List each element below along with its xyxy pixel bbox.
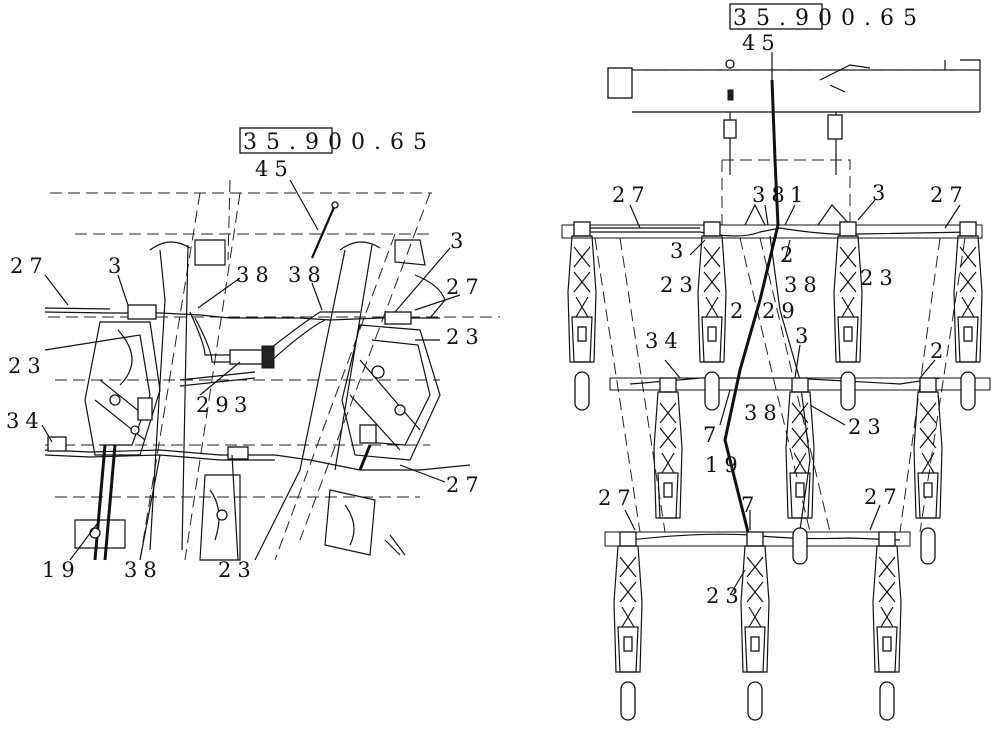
left-label-38-a: 38 (236, 263, 275, 287)
right-label-7-a: 7 (703, 423, 722, 447)
left-label-27-b: 27 (446, 275, 485, 299)
left-label-3-a: 3 (108, 254, 127, 278)
right-label-7-b: 7 (741, 493, 760, 517)
row-unit-5 (653, 377, 683, 519)
right-label-27-c: 27 (598, 486, 637, 510)
row-unit-1 (567, 221, 597, 411)
row-unit-6 (785, 377, 815, 565)
left-row-unit-right (324, 274, 446, 556)
right-label-38: 38 (752, 183, 791, 207)
left-label-38-b: 38 (288, 263, 327, 287)
right-label-38-b: 38 (784, 273, 823, 297)
right-hitch (607, 59, 981, 175)
left-label-29: 29 (196, 393, 235, 417)
left-label-23-b: 23 (446, 325, 485, 349)
row-unit-10 (872, 531, 902, 721)
row-unit-9 (740, 531, 770, 721)
row-unit-2 (697, 221, 727, 411)
right-label-23-c: 23 (848, 415, 887, 439)
right-row-units (567, 221, 983, 721)
row-unit-7 (913, 377, 943, 565)
right-label-3-a: 3 (872, 181, 891, 205)
right-label-1: 1 (790, 183, 809, 207)
right-label-27-d: 27 (864, 485, 903, 509)
left-label-3-c: 3 (234, 393, 253, 417)
right-label-27-a: 27 (612, 183, 651, 207)
left-ref-text: 35.900.65 (243, 130, 436, 155)
right-label-38-c: 38 (744, 401, 783, 425)
left-frame-beams (149, 239, 426, 561)
left-label-45: 45 (255, 157, 294, 181)
right-label-2-b: 2 (730, 299, 749, 323)
right-label-23-a: 23 (860, 266, 899, 290)
left-row-unit-left (47, 304, 161, 561)
right-ref-box (729, 3, 823, 30)
left-mid-fittings (179, 345, 275, 561)
right-view: 35.900.65 (561, 3, 991, 721)
right-label-29: 29 (762, 299, 801, 323)
left-rod-45 (310, 204, 337, 259)
right-label-3-b: 3 (670, 239, 689, 263)
row-unit-4 (953, 221, 983, 411)
left-ref-box (239, 127, 333, 154)
right-label-19: 19 (705, 453, 744, 477)
right-label-2-a: 2 (780, 243, 799, 267)
right-ref-text: 35.900.65 (733, 6, 926, 31)
left-label-34: 34 (6, 409, 45, 433)
right-label-27-b: 27 (930, 183, 969, 207)
left-leaders (41, 179, 461, 561)
right-label-2-c: 2 (930, 339, 949, 363)
left-hose-27 (44, 311, 440, 321)
row-unit-8 (613, 531, 643, 721)
left-label-23-a: 23 (8, 354, 47, 378)
right-label-45: 45 (742, 31, 781, 55)
left-label-27-c: 27 (446, 473, 485, 497)
row-unit-3 (833, 221, 863, 411)
left-label-3-b: 3 (450, 229, 469, 253)
left-label-38-c: 38 (124, 558, 163, 582)
left-label-27-a: 27 (10, 254, 49, 278)
right-label-23-b: 23 (660, 273, 699, 297)
right-label-23-d: 23 (706, 584, 745, 608)
right-leaders (624, 52, 961, 596)
left-label-23-c: 23 (218, 558, 257, 582)
right-label-3-c: 3 (795, 324, 814, 348)
left-label-19: 19 (42, 558, 81, 582)
right-label-34: 34 (645, 329, 684, 353)
left-view: 35.900.65 (6, 127, 500, 582)
